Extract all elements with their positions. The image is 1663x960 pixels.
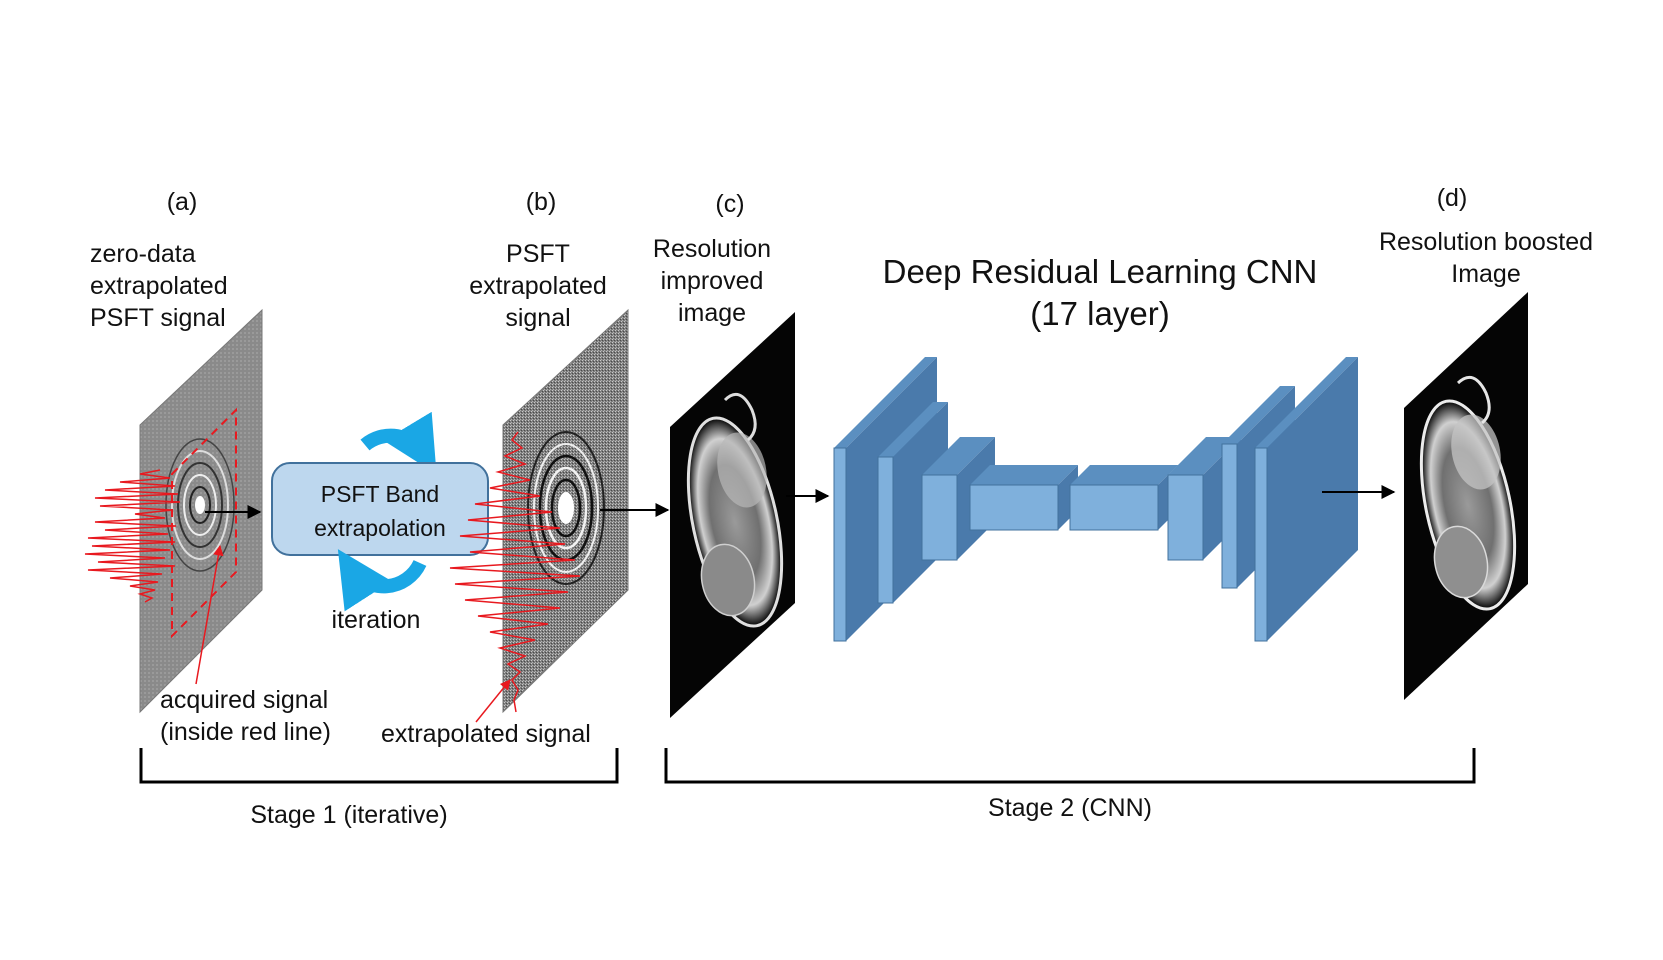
panel-b-caption-line3: signal xyxy=(505,304,570,332)
extrapolated-signal-pointer xyxy=(475,679,511,723)
panel-a-signal-trace xyxy=(84,469,181,603)
panel-c-caption-line1: Resolution xyxy=(653,235,771,263)
mri-slice-d xyxy=(1419,375,1517,611)
cnn-layer xyxy=(1069,465,1178,531)
loop-arrow-icon xyxy=(337,549,427,612)
stage1-bracket: Stage 1 (iterative) xyxy=(139,748,619,829)
acquired-signal-pointer xyxy=(195,544,224,685)
loop-arrow-icon xyxy=(360,411,437,475)
panel-d-caption-line2: Image xyxy=(1451,260,1520,288)
panel-d: (d) Resolution boosted Image xyxy=(1379,184,1593,700)
panel-a-caption-line2: extrapolated xyxy=(90,272,228,300)
panel-a-letter: (a) xyxy=(167,188,198,216)
panel-b-caption-line1: PSFT xyxy=(506,240,570,268)
panel-a-rings xyxy=(165,438,235,572)
process-box: PSFT Band extrapolation iteration xyxy=(271,411,489,634)
panel-c-letter: (c) xyxy=(715,190,744,218)
panel-a-caption-line3: PSFT signal xyxy=(90,304,226,332)
process-box-line2: extrapolation xyxy=(314,515,446,541)
panel-b-caption-line2: extrapolated xyxy=(469,272,607,300)
panel-c-caption-line3: image xyxy=(678,299,746,327)
process-box-rect xyxy=(271,462,489,556)
stage2-label: Stage 2 (CNN) xyxy=(988,794,1152,822)
panel-b-letter: (b) xyxy=(526,188,557,216)
panel-b: (b) PSFT extrapolated signal extrapolate… xyxy=(381,188,670,748)
cnn-subtitle: (17 layer) xyxy=(1030,295,1169,332)
panel-a: (a) zero-data extrapolated PSFT signal a… xyxy=(84,188,331,746)
cnn-title: Deep Residual Learning CNN xyxy=(883,253,1318,290)
iteration-label: iteration xyxy=(332,606,421,634)
cnn-block: Deep Residual Learning CNN (17 layer) xyxy=(833,253,1396,642)
process-box-line1: PSFT Band xyxy=(321,481,439,507)
cnn-layer xyxy=(969,465,1078,531)
acquired-signal-label-line1: acquired signal xyxy=(160,686,328,714)
mri-slice-c xyxy=(686,392,784,628)
panel-b-signal-trace xyxy=(449,431,581,713)
panel-c-caption-line2: improved xyxy=(661,267,764,295)
acquired-signal-label-line2: (inside red line) xyxy=(160,718,331,746)
acquired-region-outline xyxy=(171,407,237,639)
stage2-bracket: Stage 2 (CNN) xyxy=(664,748,1476,822)
panel-c: (c) Resolution improved image xyxy=(653,190,830,718)
panel-d-letter: (d) xyxy=(1437,184,1468,212)
cnn-layer xyxy=(1254,357,1358,642)
panel-d-caption-line1: Resolution boosted xyxy=(1379,228,1593,256)
extrapolated-signal-label: extrapolated signal xyxy=(381,720,591,748)
panel-a-caption-line1: zero-data xyxy=(90,240,196,268)
stage1-label: Stage 1 (iterative) xyxy=(250,801,447,829)
panel-b-rings xyxy=(527,431,605,585)
